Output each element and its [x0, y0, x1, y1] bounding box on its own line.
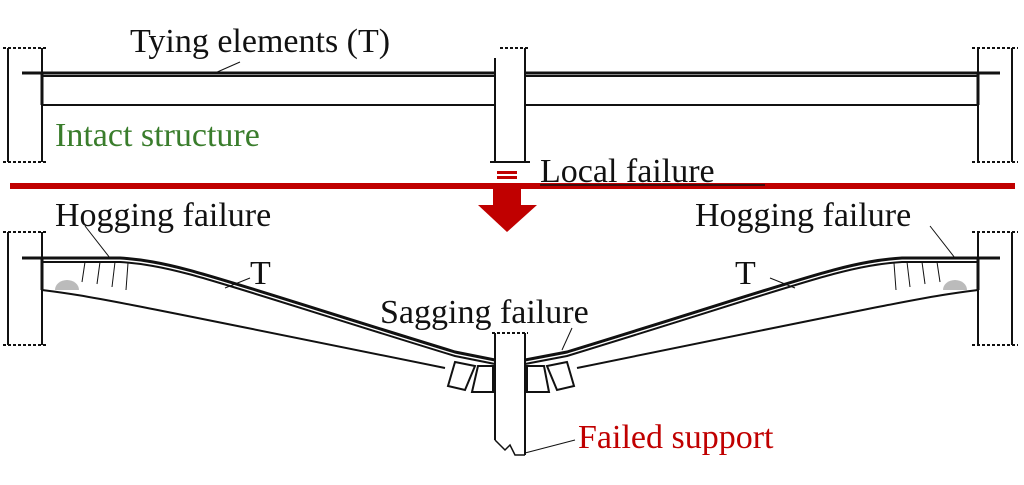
tying-elements-label: Tying elements (T) [130, 23, 390, 60]
down-arrow-icon [478, 171, 537, 232]
failed-support-label: Failed support [578, 419, 774, 456]
intact-structure-label: Intact structure [55, 117, 260, 154]
left-column-bottom [3, 231, 48, 346]
left-beam-top [22, 71, 495, 106]
sagging-failure-label: Sagging failure [380, 294, 589, 331]
hogging-failure-left-label: Hogging failure [55, 197, 271, 234]
leader-lines [84, 225, 956, 454]
right-hinge-mark [943, 280, 967, 290]
middle-column-top [490, 47, 530, 163]
hogging-failure-right-label: Hogging failure [695, 197, 911, 234]
left-beam-collapsed [22, 256, 496, 393]
right-beam-top [525, 71, 1000, 106]
local-failure-label: Local failure [540, 153, 715, 190]
tying-right-label: T [735, 255, 756, 292]
intact-structure-drawing [3, 47, 1018, 163]
separator-line [10, 183, 1015, 189]
tying-leader-line [214, 61, 241, 74]
left-hinge-mark [55, 280, 79, 290]
collapsed-structure-drawing [3, 225, 1018, 456]
left-column-top [3, 47, 48, 163]
tying-left-label: T [250, 255, 271, 292]
right-beam-collapsed [524, 256, 1000, 393]
failed-column [492, 332, 528, 456]
